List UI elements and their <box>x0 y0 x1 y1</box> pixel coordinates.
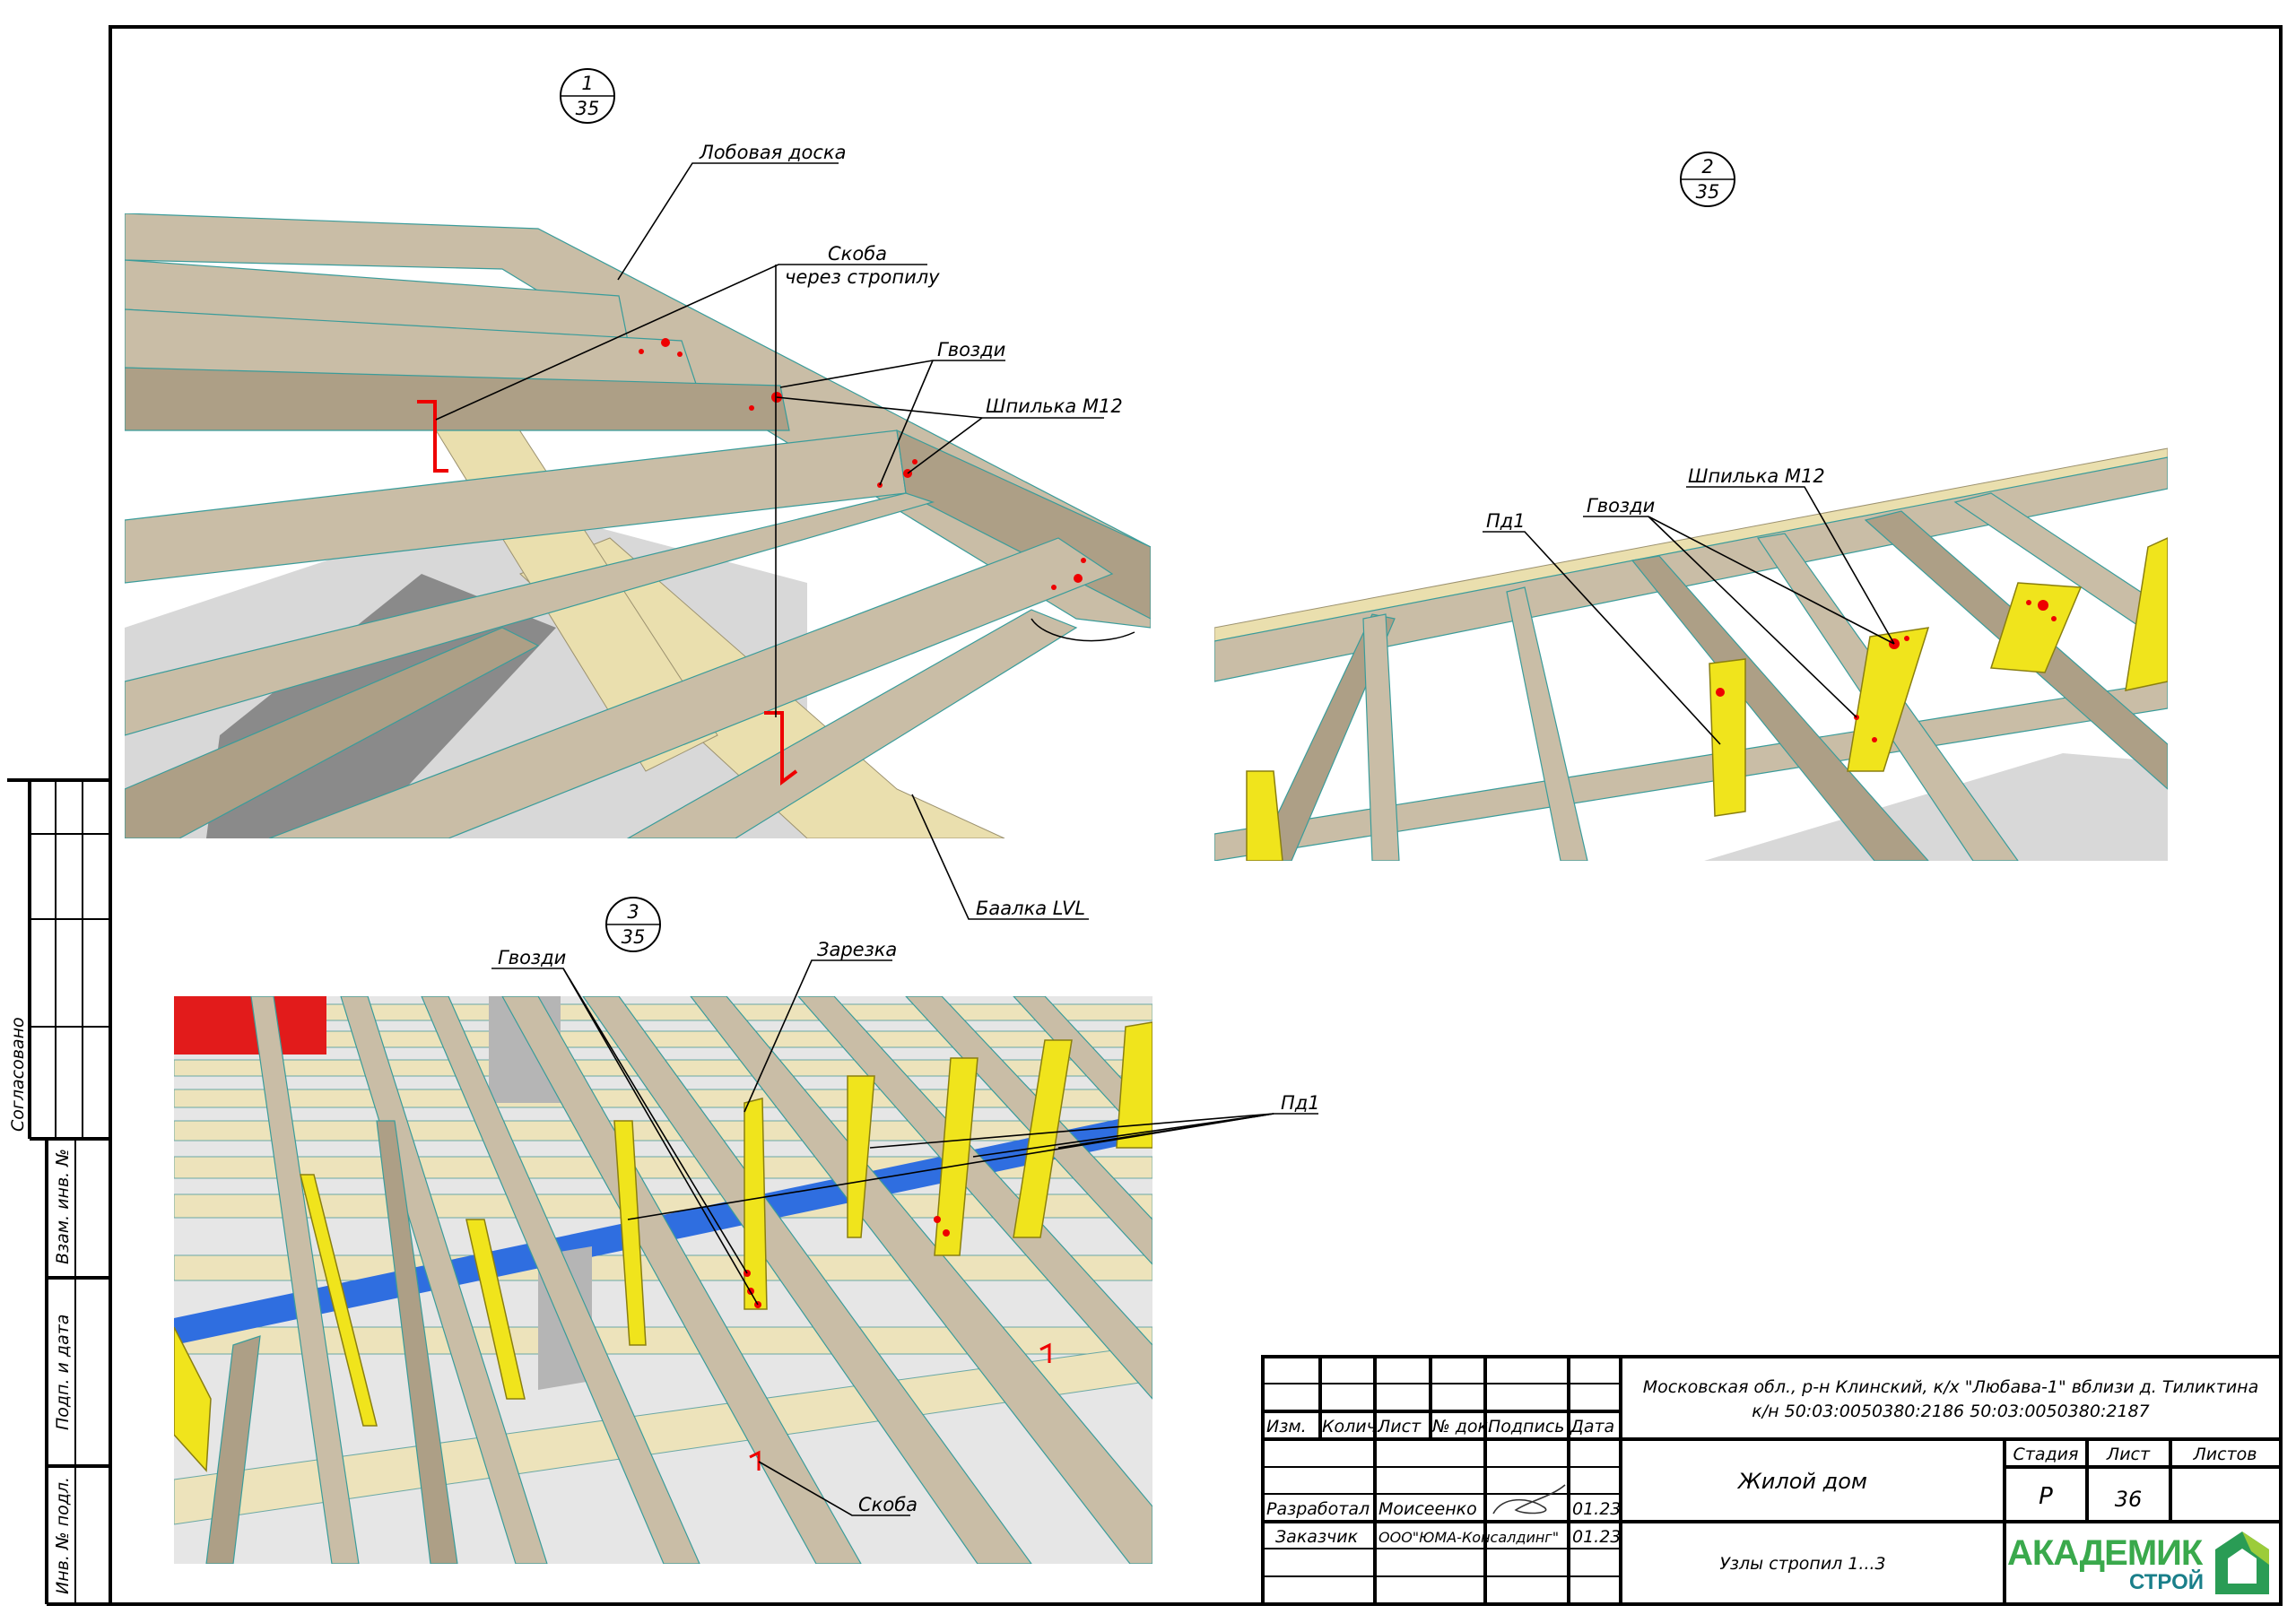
view-2-marker: 2 35 <box>1680 152 1735 207</box>
label-bracket: Скоба <box>858 1494 918 1515</box>
developed-role: Разработал <box>1266 1499 1370 1519</box>
signature <box>1492 1484 1566 1515</box>
logo-house-icon <box>2215 1532 2269 1594</box>
header-signature: Подпись <box>1488 1417 1564 1436</box>
header-doc-no: № док. <box>1431 1417 1493 1436</box>
bracket-mark <box>417 400 448 473</box>
bracket-mark <box>1039 1342 1051 1363</box>
svg-text:1: 1 <box>581 73 593 94</box>
label-fascia: Лобовая доска <box>699 142 846 163</box>
customer-role: Заказчик <box>1275 1527 1359 1547</box>
label-nails: Гвозди <box>1587 495 1655 516</box>
sheet-frame <box>109 25 2283 1606</box>
address-line-2: к/н 50:03:0050380:2186 50:03:0050380:218… <box>1752 1402 2149 1421</box>
bracket-mark <box>764 711 798 785</box>
view-1-render <box>125 213 1151 838</box>
view-2-render <box>1214 441 2168 861</box>
developed-date: 01.23 <box>1572 1499 1621 1519</box>
sheet-value: 36 <box>2115 1487 2143 1512</box>
svg-text:3: 3 <box>627 901 639 923</box>
label-nails: Гвозди <box>498 947 566 968</box>
replaced-inv-label: Взам. инв. № <box>53 1149 73 1264</box>
label-stud: Шпилька М12 <box>986 395 1123 417</box>
stage-label: Стадия <box>2013 1445 2079 1464</box>
header-sheet: Лист <box>1377 1417 1422 1436</box>
inv-orig-label: Инв. № подл. <box>53 1477 73 1594</box>
developed-name: Моисеенко <box>1378 1499 1477 1519</box>
header-qty: Колич. <box>1322 1417 1382 1436</box>
label-pd1: Пд1 <box>1281 1092 1320 1114</box>
sheets-label: Листов <box>2193 1445 2257 1464</box>
agreed-label: Согласовано <box>8 1017 28 1132</box>
label-nails: Гвозди <box>937 339 1005 360</box>
sign-date-label: Подп. и дата <box>53 1315 73 1430</box>
label-stud: Шпилька М12 <box>1688 465 1825 487</box>
svg-text:35: 35 <box>1696 181 1720 203</box>
customer-date: 01.23 <box>1572 1527 1621 1547</box>
label-notch: Зарезка <box>817 939 897 960</box>
sheet-title: Узлы стропил 1...3 <box>1719 1554 1885 1574</box>
view-3-render <box>174 996 1152 1564</box>
svg-text:35: 35 <box>622 926 646 948</box>
svg-text:35: 35 <box>576 98 600 119</box>
view-1-callouts: Лобовая доска Скоба через стропилу Гвозд… <box>435 142 1123 920</box>
title-block: Изм. Колич. Лист № док. Подпись Дата Раз… <box>1261 1355 2283 1606</box>
logo-main-text: АКАДЕМИК <box>2007 1533 2204 1573</box>
label-bracket-through: через стропилу <box>785 266 940 288</box>
side-stamp: Согласовано Взам. инв. № Подп. и дата Ин… <box>7 778 110 1606</box>
label-pd1: Пд1 <box>1486 510 1526 532</box>
header-change: Изм. <box>1266 1417 1307 1436</box>
view-3-callouts: Гвозди Зарезка Пд1 Скоба <box>491 939 1320 1516</box>
svg-text:2: 2 <box>1701 156 1713 178</box>
object-name: Жилой дом <box>1736 1469 1867 1494</box>
company-logo: АКАДЕМИК СТРОЙ <box>2007 1532 2269 1594</box>
bracket-mark <box>749 1450 761 1471</box>
view-1-marker: 1 35 <box>560 68 615 124</box>
label-bracket: Скоба <box>828 243 887 265</box>
label-lvl-beam: Баалка LVL <box>976 898 1085 919</box>
customer-name: ООО"ЮМА-Консалдинг" <box>1378 1529 1559 1546</box>
sheet-label: Лист <box>2106 1445 2151 1464</box>
view-3-marker: 3 35 <box>605 897 661 952</box>
logo-sub-text: СТРОЙ <box>2129 1569 2204 1594</box>
header-date: Дата <box>1570 1417 1614 1436</box>
address-line-1: Московская обл., р-н Клинский, к/х "Люба… <box>1643 1377 2259 1397</box>
view-2-callouts: Шпилька М12 Гвозди Пд1 <box>1483 465 1895 745</box>
stage-value: Р <box>2039 1483 2053 1510</box>
